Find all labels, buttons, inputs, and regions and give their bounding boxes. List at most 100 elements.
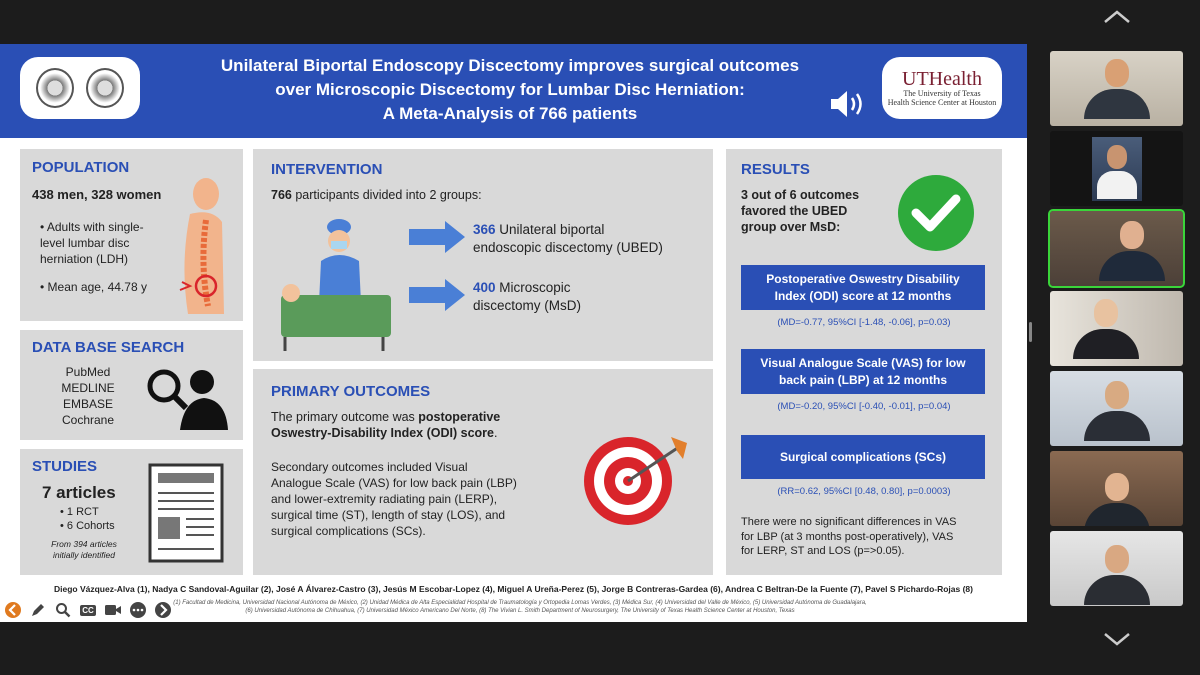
studies-title: STUDIES — [32, 458, 98, 475]
group1-line: endoscopic discectomy (UBED) — [473, 240, 663, 255]
pen-icon[interactable] — [28, 600, 48, 620]
next-slide-icon[interactable] — [153, 600, 173, 620]
subtitles-icon[interactable]: CC — [78, 600, 98, 620]
camera-icon[interactable] — [103, 600, 123, 620]
participant-video-tile[interactable] — [1050, 371, 1183, 446]
studies-panel: STUDIES 7 articles • 1 RCT • 6 Cohorts F… — [20, 449, 243, 575]
summary-line: 3 out of 6 outcomes — [741, 188, 860, 202]
group2-text: 400 Microscopic discectomy (MsD) — [473, 279, 708, 315]
zoom-icon[interactable] — [53, 600, 73, 620]
secondary-outcomes: Secondary outcomes included Visual Analo… — [271, 459, 581, 539]
database-item: Cochrane — [61, 413, 115, 427]
group2-line: discectomy (MsD) — [473, 298, 582, 313]
authors-line: Diego Vázquez-Alva (1), Nadya C Sandoval… — [53, 584, 973, 594]
results-title: RESULTS — [741, 161, 810, 178]
database-item: EMBASE — [62, 397, 113, 411]
database-list: PubMed MEDLINE EMBASE Cochrane — [48, 364, 128, 428]
outcome-stat: (MD=-0.77, 95%CI [-1.48, -0.06], p=0.03) — [777, 317, 951, 328]
unam-crest-icon — [36, 68, 74, 108]
note-line: initially identified — [53, 550, 115, 560]
summary-line: favored the UBED — [741, 204, 848, 218]
intro-bold: 766 — [271, 188, 292, 202]
outcome-box-complications: Surgical complications (SCs) — [741, 435, 985, 479]
summary-line: group over MsD: — [741, 220, 841, 234]
group2-line: Microscopic — [495, 280, 571, 295]
population-headline: 438 men, 328 women — [32, 187, 162, 202]
group1-text: 366 Unilateral biportal endoscopic disce… — [473, 221, 708, 257]
participant-video-tile-active-speaker[interactable] — [1048, 209, 1185, 288]
secondary-line: surgical time (ST), length of stay (LOS)… — [271, 508, 506, 522]
participant-video-tile[interactable] — [1050, 531, 1183, 606]
results-footer: There were no significant differences in… — [741, 515, 996, 559]
participant-video-tile[interactable] — [1050, 291, 1183, 366]
bullet-text: 6 Cohorts — [66, 520, 115, 532]
primary-title: PRIMARY OUTCOMES — [271, 383, 431, 400]
studies-bullets: • 1 RCT • 6 Cohorts — [60, 506, 115, 532]
previous-slide-icon[interactable] — [3, 600, 23, 620]
participant-photo — [1092, 137, 1142, 201]
primary-line-bold: postoperative — [418, 410, 501, 424]
outcome-label: back pain (LBP) at 12 months — [778, 372, 948, 387]
secondary-line: and lower-extremity radiating pain (LERP… — [271, 492, 498, 506]
intervention-title: INTERVENTION — [271, 161, 383, 178]
secondary-line: surgical complications (SCs). — [271, 524, 426, 538]
uthealth-name: UTHealth — [902, 68, 982, 90]
cc-label: CC — [80, 604, 96, 616]
results-summary: 3 out of 6 outcomes favored the UBED gro… — [741, 187, 859, 235]
arrow-right-icon — [409, 221, 465, 253]
primary-line-plain: The primary outcome was — [271, 410, 419, 424]
affiliations-line: (6) Universidad Autónoma de Chihuahua, (… — [245, 608, 795, 614]
database-title: DATA BASE SEARCH — [32, 339, 185, 356]
shared-slide: Unilateral Biportal Endoscopy Discectomy… — [0, 44, 1027, 622]
checkmark-icon — [898, 175, 974, 251]
title-line: Unilateral Biportal Endoscopy Discectomy… — [220, 56, 800, 75]
database-search-panel: DATA BASE SEARCH PubMed MEDLINE EMBASE C… — [20, 330, 243, 440]
outcome-stat: (MD=-0.20, 95%CI [-0.40, -0.01], p=0.04) — [777, 401, 951, 412]
uthealth-sub: The University of Texas — [903, 89, 981, 98]
bullet-text: 1 RCT — [66, 506, 99, 518]
group1-number: 366 — [473, 222, 496, 237]
bullet-text: Mean age, 44.78 y — [47, 280, 147, 294]
population-panel: POPULATION 438 men, 328 women • Adults w… — [20, 149, 243, 321]
medicine-faculty-crest-icon — [86, 68, 124, 108]
primary-line-plain: . — [494, 426, 498, 440]
outcome-label: Visual Analogue Scale (VAS) for low — [760, 355, 966, 370]
primary-statement: The primary outcome was postoperative Os… — [271, 409, 500, 441]
surgeon-illustration-icon — [281, 219, 391, 351]
participant-video-tile[interactable] — [1050, 51, 1183, 126]
population-bullet: • Mean age, 44.78 y — [40, 280, 147, 294]
intervention-intro: 766 participants divided into 2 groups: — [271, 187, 482, 203]
primary-line-bold: Oswestry-Disability Index (ODI) score — [271, 426, 494, 440]
footer-line: for LERP, ST and LOS (p=>0.05). — [741, 545, 905, 557]
splitter-handle[interactable] — [1029, 322, 1032, 342]
outcome-label: Postoperative Oswestry Disability — [766, 271, 960, 286]
database-item: PubMed — [65, 365, 111, 379]
scroll-up-chevron-icon[interactable] — [1102, 8, 1132, 26]
outcome-label: Surgical complications (SCs) — [779, 449, 947, 464]
uthealth-logo: UTHealth The University of Texas Health … — [882, 57, 1002, 119]
primary-outcomes-panel: PRIMARY OUTCOMES The primary outcome was… — [253, 369, 713, 575]
footer-line: for LBP (at 3 months post-operatively), … — [741, 530, 954, 543]
unam-logo — [20, 57, 140, 119]
scroll-down-chevron-icon[interactable] — [1102, 630, 1132, 648]
outcome-box-vas: Visual Analogue Scale (VAS) for low back … — [741, 349, 985, 394]
slide-banner: Unilateral Biportal Endoscopy Discectomy… — [0, 44, 1027, 138]
outcome-stat: (RR=0.62, 95%CI [0.48, 0.80], p=0.0003) — [777, 486, 951, 497]
secondary-line: Analogue Scale (VAS) for low back pain (… — [271, 476, 517, 490]
participant-video-tile[interactable] — [1050, 451, 1183, 526]
database-item: MEDLINE — [61, 381, 115, 395]
secondary-line: Secondary outcomes included Visual — [271, 460, 468, 474]
search-person-icon — [147, 369, 228, 430]
participant-video-tile[interactable] — [1050, 131, 1183, 206]
footer-line: There were no significant differences in… — [741, 516, 957, 528]
speaker-icon[interactable] — [828, 87, 868, 121]
spine-figure-icon — [179, 178, 224, 314]
studies-note: From 394 articles initially identified — [34, 539, 134, 561]
note-line: From 394 articles — [51, 539, 117, 549]
population-bullet: • Adults with single-level lumbar disc h… — [40, 220, 144, 266]
more-options-icon[interactable] — [128, 600, 148, 620]
title-line: A Meta-Analysis of 766 patients — [382, 104, 638, 123]
studies-headline: 7 articles — [42, 483, 116, 502]
